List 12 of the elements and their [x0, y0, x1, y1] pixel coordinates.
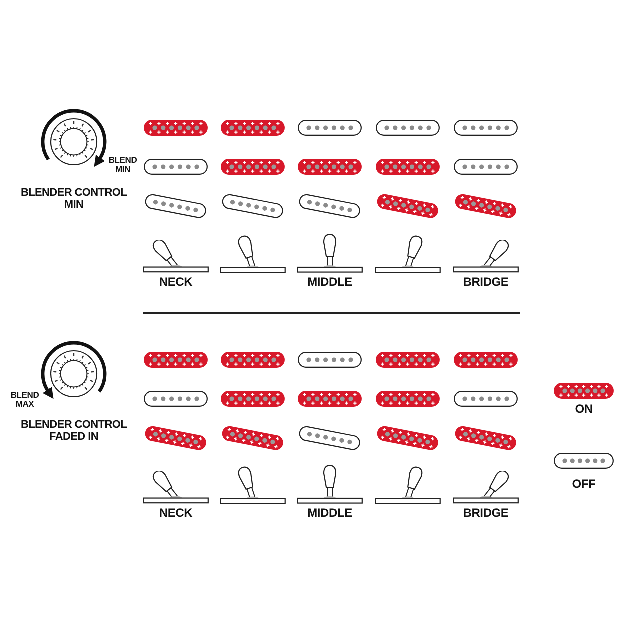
- switch-position-label: NECK: [158, 507, 194, 520]
- legend-label: OFF: [571, 478, 597, 491]
- knob-caption: BLENDER CONTROL MIN: [20, 188, 128, 212]
- knob-direction-label: BLEND MAX: [10, 391, 40, 409]
- switch-position-label: BRIDGE: [462, 276, 510, 289]
- switch-position-label: NECK: [158, 276, 194, 289]
- switch-position-label: BRIDGE: [462, 507, 510, 520]
- switch-position-label: MIDDLE: [306, 507, 354, 520]
- switch-position-label: MIDDLE: [306, 276, 354, 289]
- legend-label: ON: [574, 403, 594, 416]
- knob-direction-label: BLEND MIN: [108, 156, 138, 174]
- knob-caption: BLENDER CONTROL FADED IN: [20, 420, 128, 444]
